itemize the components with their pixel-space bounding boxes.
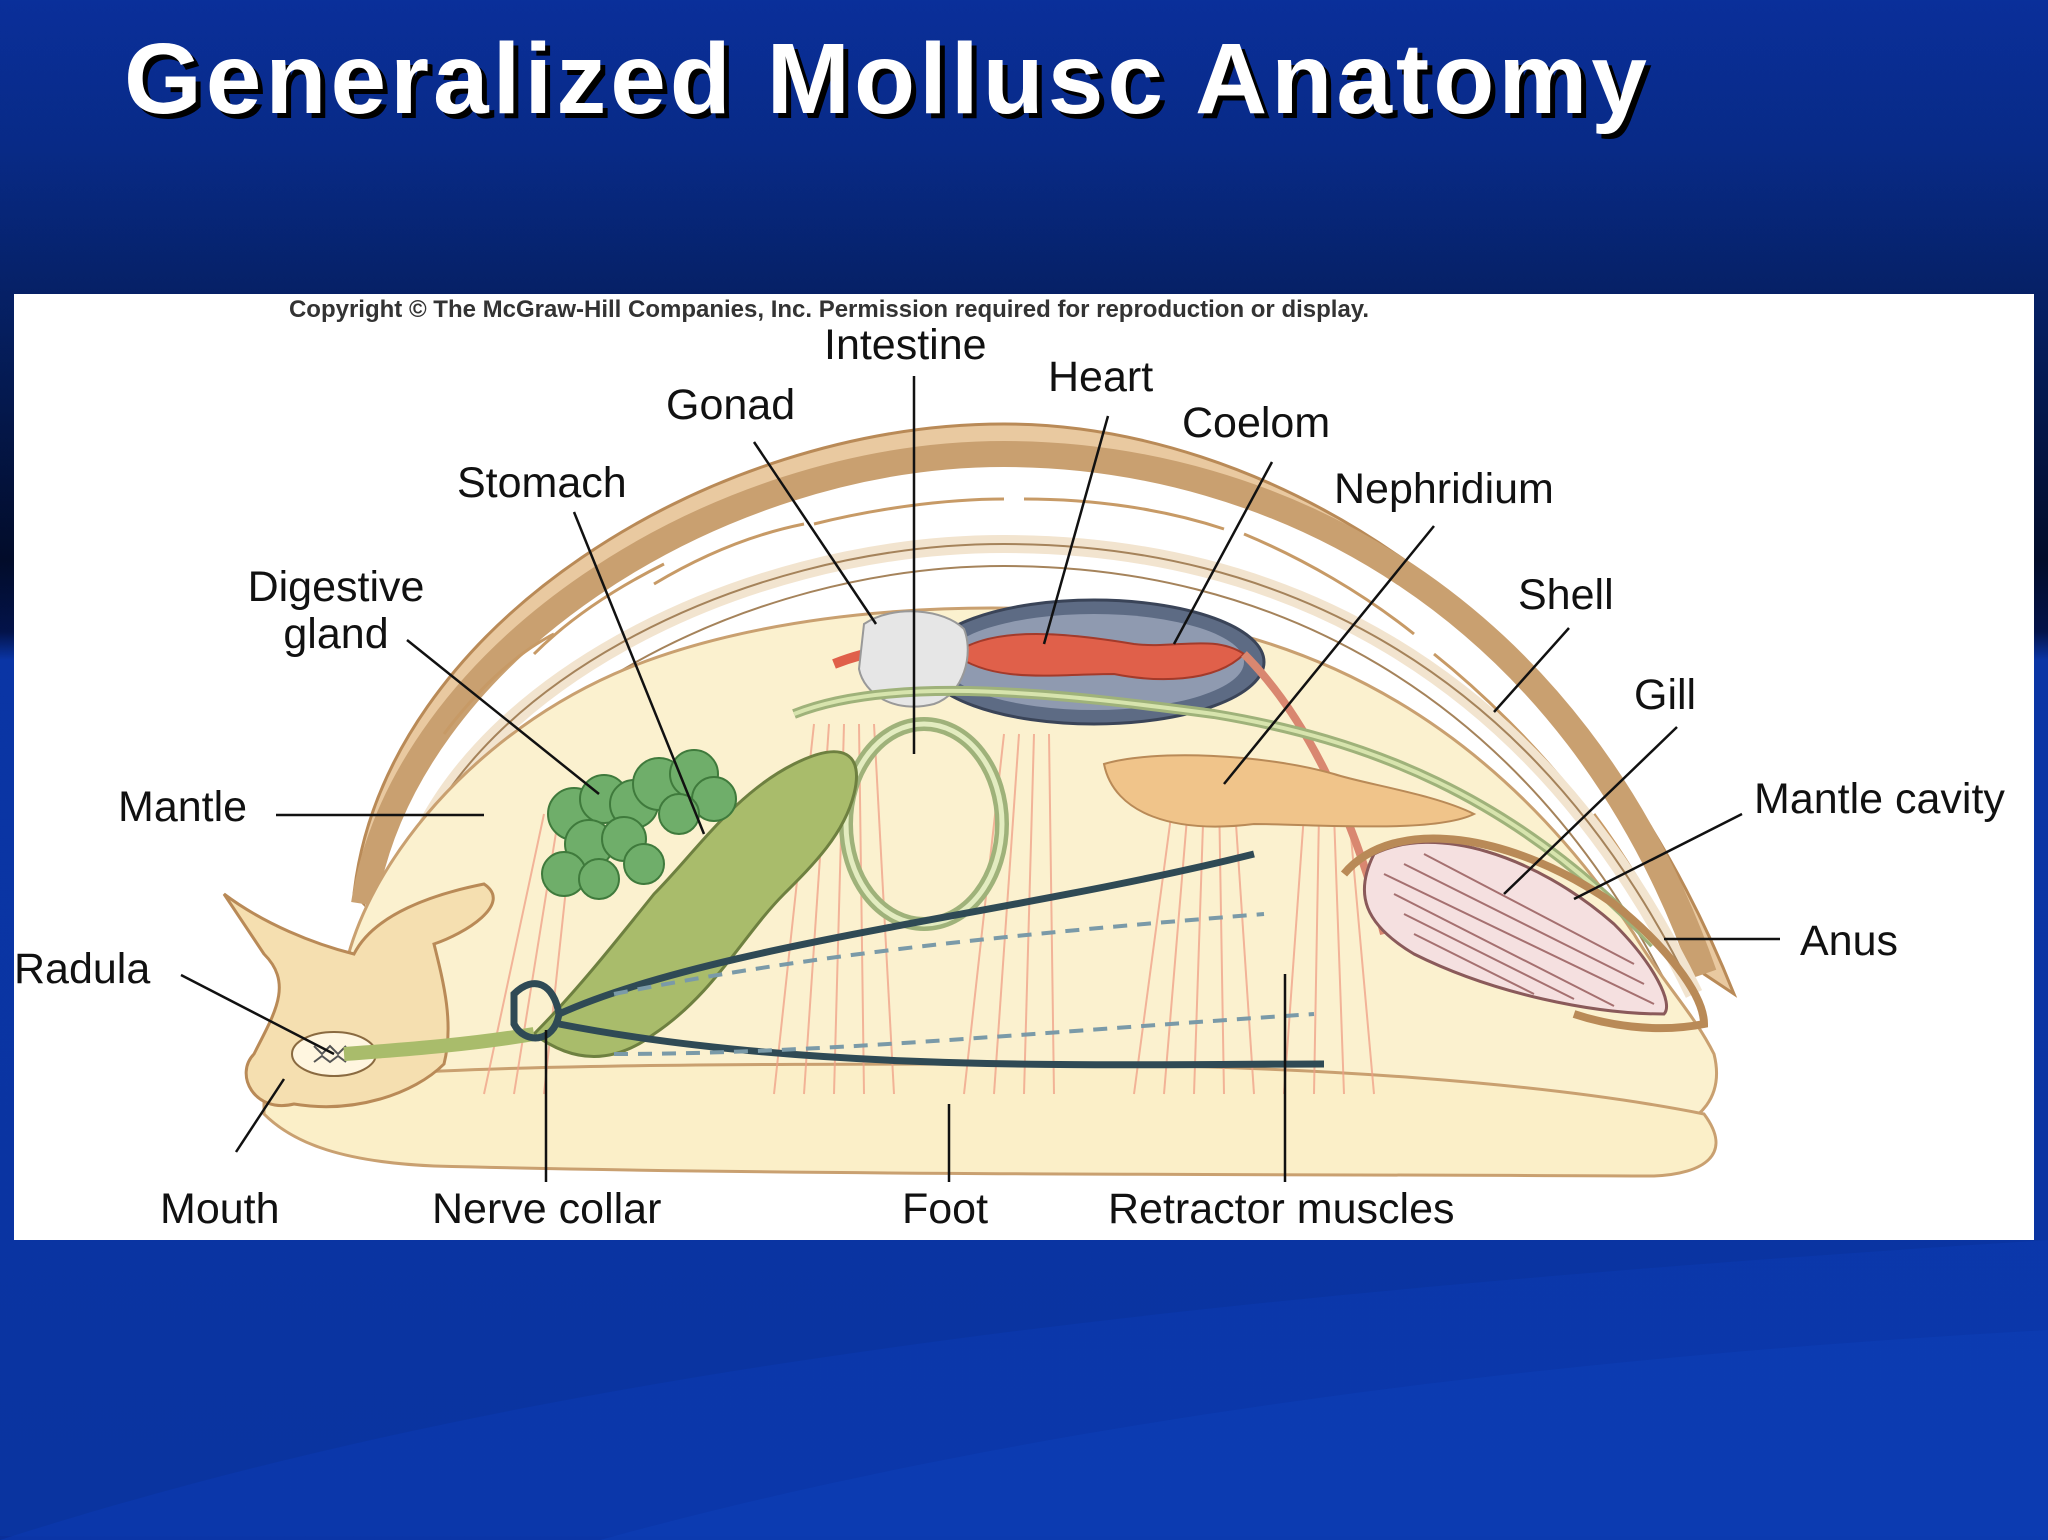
label-stomach: Stomach <box>457 459 627 507</box>
label-heart: Heart <box>1048 353 1154 401</box>
label-gill: Gill <box>1634 671 1697 719</box>
label-nephridium: Nephridium <box>1334 465 1554 513</box>
mollusc-diagram: Copyright © The McGraw-Hill Companies, I… <box>14 294 2034 1240</box>
background-swoosh <box>0 1240 2048 1540</box>
label-shell: Shell <box>1518 571 1614 619</box>
gill-shape <box>1362 841 1669 1016</box>
slide-title: Generalized Mollusc Anatomy <box>124 23 1651 135</box>
label-coelom: Coelom <box>1182 399 1331 447</box>
heart-shape <box>952 633 1246 681</box>
stomach-shape <box>531 750 858 1058</box>
anatomy-illustration <box>180 376 1780 1182</box>
copyright-notice: Copyright © The McGraw-Hill Companies, I… <box>288 296 1370 323</box>
label-mantle-cavity: Mantle cavity <box>1754 775 2005 823</box>
label-gonad: Gonad <box>666 381 796 429</box>
label-mantle: Mantle <box>118 783 248 831</box>
label-foot: Foot <box>902 1185 989 1233</box>
label-radula: Radula <box>14 945 151 993</box>
label-intestine: Intestine <box>824 321 987 369</box>
label-digestive-gland-line2: gland <box>283 610 389 659</box>
nerve-cords <box>510 850 1325 1069</box>
leader-lines <box>180 376 1780 1182</box>
label-nerve-collar: Nerve collar <box>432 1185 662 1233</box>
label-digestive-gland-line1: Digestive <box>247 563 425 611</box>
label-mouth: Mouth <box>160 1185 280 1233</box>
label-digestive-gland: Digestive gland <box>216 563 456 659</box>
label-anus: Anus <box>1800 917 1899 965</box>
label-retractor-muscles: Retractor muscles <box>1108 1185 1455 1233</box>
foot <box>262 1062 1718 1178</box>
